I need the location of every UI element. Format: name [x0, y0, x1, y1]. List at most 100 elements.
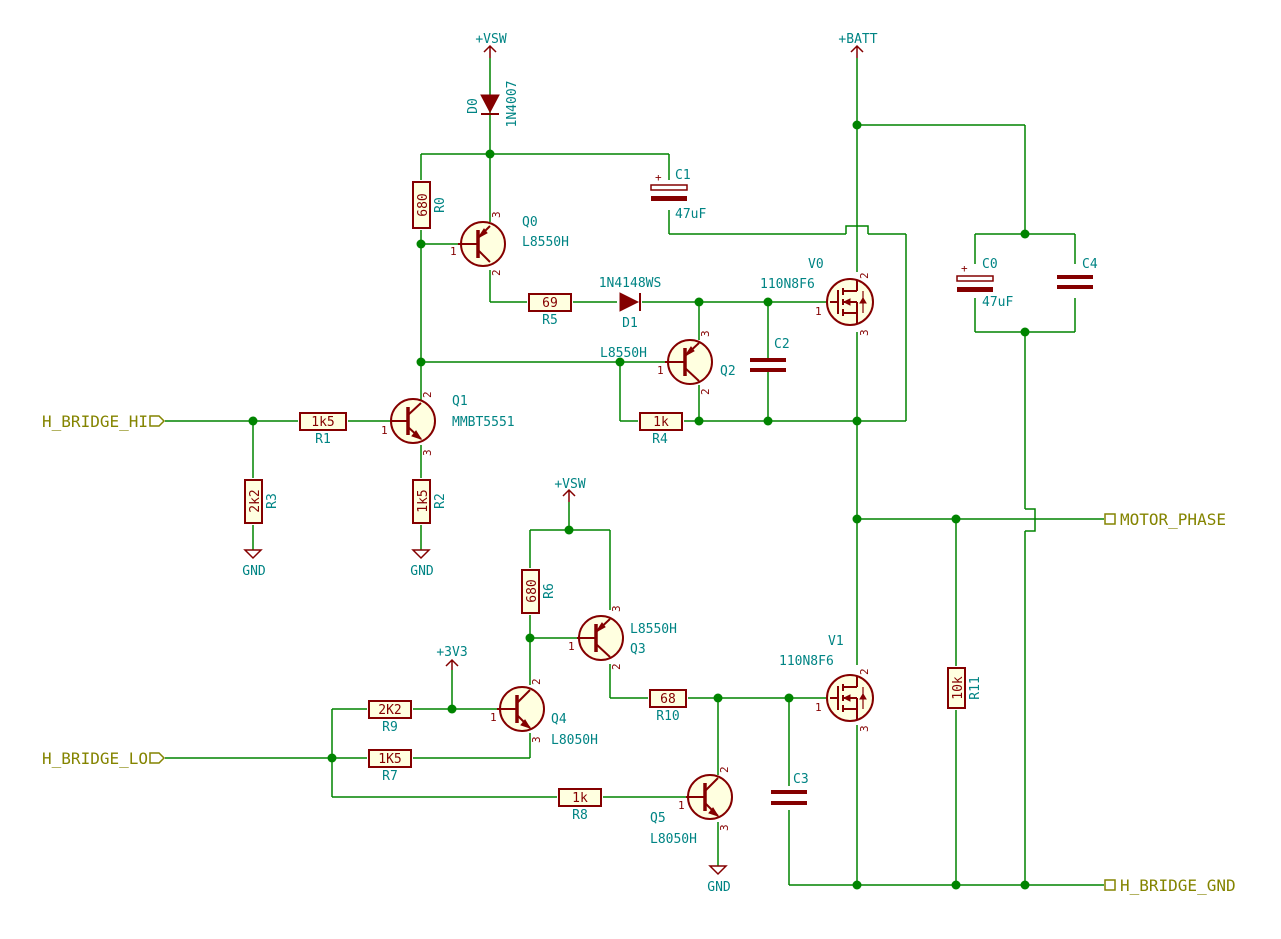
resistor-value: 1k: [653, 415, 669, 430]
component-ref: R1: [315, 432, 331, 447]
capacitor-c1[interactable]: + C1 47uF: [650, 168, 706, 222]
component-ref: D0: [466, 98, 481, 114]
port-label: H_BRIDGE_HI: [42, 412, 148, 431]
resistor-r7[interactable]: 1K5 R7: [368, 749, 412, 784]
diode-d0[interactable]: D0 1N4007: [466, 81, 520, 128]
component-value: L8550H: [630, 622, 677, 637]
junctions: [248, 120, 1030, 890]
component-ref: R4: [652, 432, 668, 447]
component-ref: R3: [265, 493, 280, 509]
pin-number: 3: [421, 449, 434, 456]
component-ref: R0: [433, 197, 448, 213]
power-label: +3V3: [436, 645, 467, 660]
junction-dot: [447, 704, 457, 714]
transistor-q4[interactable]: 1 2 3 Q4 L8050H: [490, 678, 598, 748]
pin-number: 3: [718, 824, 731, 831]
junction-dot: [763, 416, 773, 426]
capacitor-c0[interactable]: + C0 47uF: [956, 257, 1013, 310]
component-ref: R11: [968, 676, 983, 699]
resistor-r0[interactable]: 680 R0: [412, 181, 448, 229]
gnd-label: GND: [707, 880, 731, 895]
junction-dot: [694, 416, 704, 426]
power-3v3: +3V3: [436, 645, 468, 670]
junction-dot: [327, 753, 337, 763]
resistor-r4[interactable]: 1k R4: [639, 412, 683, 447]
resistor-r3[interactable]: 2k2 R3: [244, 479, 280, 524]
port-label: H_BRIDGE_LO: [42, 749, 148, 768]
transistor-q0[interactable]: 1 3 2 Q0 L8550H: [450, 211, 569, 276]
power-label: +BATT: [838, 32, 877, 47]
diode-d1[interactable]: 1N4148WS D1: [599, 276, 662, 331]
pin-number: 1: [381, 424, 388, 437]
power-batt: +BATT: [838, 32, 878, 58]
pin-number: 2: [421, 391, 434, 398]
pin-number: 1: [450, 245, 457, 258]
junction-dot: [525, 633, 535, 643]
pin-number: 2: [490, 269, 503, 276]
component-ref: Q4: [551, 712, 567, 727]
transistor-q3[interactable]: 1 3 2 L8550H Q3: [568, 605, 677, 670]
gnd-symbol-q5: GND: [707, 865, 731, 895]
pin-number: 2: [858, 668, 871, 675]
resistor-r6[interactable]: 680 R6: [521, 569, 557, 614]
component-ref: D1: [622, 316, 638, 331]
junction-dot: [416, 239, 426, 249]
resistor-r5[interactable]: 69 R5: [528, 293, 572, 328]
resistor-r11[interactable]: 10k R11: [947, 667, 983, 709]
component-value: 47uF: [675, 207, 706, 222]
pin-number: 1: [568, 640, 575, 653]
resistor-r10[interactable]: 68 R10: [649, 689, 687, 724]
component-value: 110N8F6: [760, 277, 815, 292]
component-ref: R8: [572, 808, 588, 823]
transistor-q1[interactable]: 1 2 3 Q1 MMBT5551: [381, 391, 515, 456]
port-label: MOTOR_PHASE: [1120, 510, 1226, 529]
gnd-symbol-r3: GND: [242, 549, 266, 579]
pin-number: 3: [699, 330, 712, 337]
junction-dot: [763, 297, 773, 307]
pin-number: 2: [858, 272, 871, 279]
resistor-value: 680: [525, 579, 540, 602]
component-ref: C3: [793, 772, 809, 787]
capacitor-c4[interactable]: C4: [1057, 257, 1098, 289]
wires: [165, 58, 1104, 886]
pin-number: 1: [678, 799, 685, 812]
pin-number: 2: [718, 766, 731, 773]
port-h-bridge-hi[interactable]: H_BRIDGE_HI: [42, 412, 166, 431]
power-label: +VSW: [554, 477, 585, 492]
resistor-r8[interactable]: 1k R8: [558, 788, 602, 823]
junction-dot: [852, 514, 862, 524]
transistor-q5[interactable]: 1 2 3 Q5 L8050H: [650, 766, 733, 847]
resistor-r9[interactable]: 2K2 R9: [368, 700, 412, 735]
port-h-bridge-lo[interactable]: H_BRIDGE_LO: [42, 749, 166, 768]
resistor-r2[interactable]: 1k5 R2: [412, 479, 448, 524]
gnd-symbol-r2: GND: [410, 549, 434, 579]
mosfet-v0[interactable]: 1 2 3 V0 110N8F6: [760, 257, 874, 336]
port-h-bridge-gnd[interactable]: H_BRIDGE_GND: [1104, 876, 1236, 895]
pin-number: 1: [815, 305, 822, 318]
mosfet-v1[interactable]: 1 2 3 V1 110N8F6: [779, 634, 874, 732]
component-value: 47uF: [982, 295, 1013, 310]
port-label: H_BRIDGE_GND: [1120, 876, 1236, 895]
component-ref: R7: [382, 769, 398, 784]
capacitor-c3[interactable]: C3: [771, 772, 809, 805]
junction-dot: [852, 880, 862, 890]
resistor-r1[interactable]: 1k5 R1: [299, 412, 347, 447]
resistor-value: 1k: [572, 791, 588, 806]
component-value: 110N8F6: [779, 654, 834, 669]
component-ref: R6: [542, 583, 557, 599]
transistor-q2[interactable]: 1 3 2 L8550H Q2: [600, 330, 736, 395]
power-vsw-mid: +VSW: [554, 477, 586, 502]
junction-dot: [1020, 229, 1030, 239]
component-ref: Q0: [522, 215, 538, 230]
component-value: 1N4007: [505, 81, 520, 128]
capacitor-c2[interactable]: C2: [750, 337, 790, 392]
pin-number: 1: [490, 711, 497, 724]
component-ref: C0: [982, 257, 998, 272]
junction-dot: [951, 514, 961, 524]
junction-dot: [852, 120, 862, 130]
port-motor-phase[interactable]: MOTOR_PHASE: [1104, 510, 1226, 529]
junction-dot: [564, 525, 574, 535]
junction-dot: [485, 149, 495, 159]
component-value: L8550H: [600, 346, 647, 361]
